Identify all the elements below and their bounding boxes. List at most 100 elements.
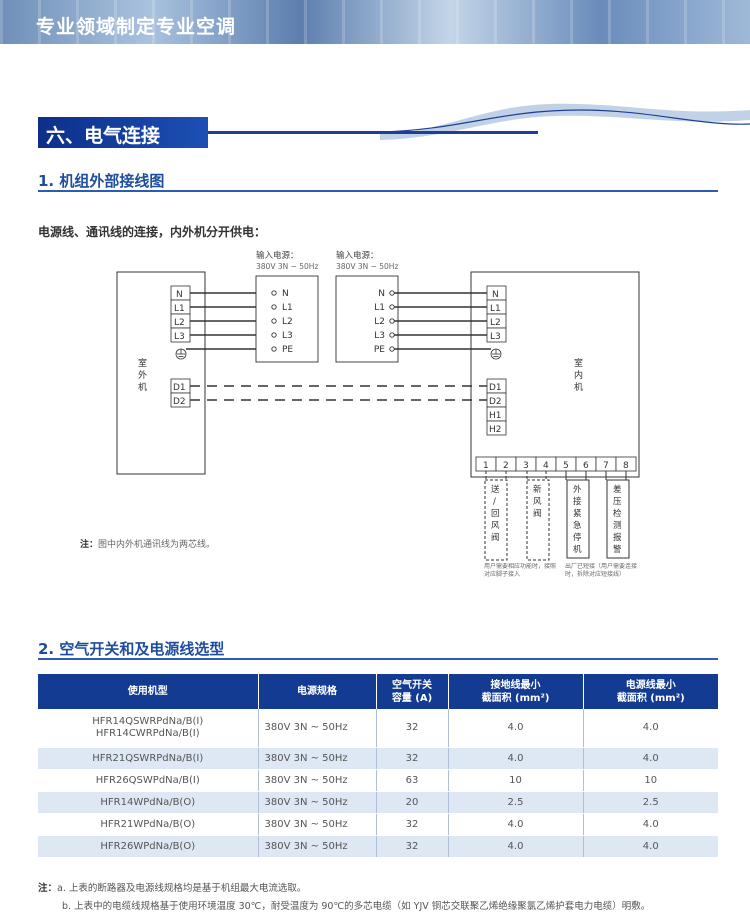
cell-power-wire: 4.0: [583, 747, 718, 770]
cell-power-wire: 2.5: [583, 791, 718, 814]
outdoor-char-3: 机: [138, 381, 147, 393]
cell-model: HFR21WPdNa/B(O): [38, 813, 259, 836]
connector-return-air-valve: 送/回 风阀: [484, 471, 508, 561]
supply-right-box: [335, 275, 399, 363]
table-header-row: 使用机型 电源规格 空气开关 容量 (A) 接地线最小 截面积 (mm²) 电源…: [38, 674, 718, 709]
subsection-2-title: 2. 空气开关和及电源线选型: [38, 640, 225, 658]
cell-ground-wire: 4.0: [448, 747, 584, 770]
svg-text:1: 1: [483, 461, 489, 471]
footnote-prefix: 注：: [38, 883, 58, 894]
outdoor-char-2: 外: [138, 369, 147, 381]
svg-text:L1: L1: [490, 304, 501, 314]
supply-left-terminals: N L1 L2 L3 PE: [282, 289, 293, 355]
subsection-1-rule: [38, 190, 718, 192]
indoor-char-3: 机: [574, 381, 583, 393]
footnote-a: a. 上表的断路器及电源线规格均是基于机组最大电流选取。: [57, 883, 307, 894]
indoor-char-1: 室: [574, 357, 583, 369]
svg-text:送/回 风阀: 送/回 风阀: [491, 484, 502, 543]
cell-power-spec: 380V 3N ~ 50Hz: [258, 813, 377, 836]
section-title: 六、电气连接: [46, 125, 161, 147]
cell-model: HFR14WPdNa/B(O): [38, 791, 259, 814]
table-row: HFR26QSWPdNa/B(I) 380V 3N ~ 50Hz 63 10 1…: [38, 769, 718, 792]
outdoor-term-D1: D1: [173, 383, 186, 393]
outdoor-term-L2: L2: [174, 318, 185, 328]
cell-power-spec: 380V 3N ~ 50Hz: [258, 747, 377, 770]
cell-breaker: 32: [376, 747, 449, 770]
svg-text:2: 2: [503, 461, 509, 471]
svg-text:H1: H1: [489, 411, 502, 421]
indoor-unit-box: [470, 271, 640, 478]
header-power-spec: 电源规格: [258, 674, 377, 709]
connector-pressure-alarm: 差压检 测报警: [605, 471, 630, 559]
cell-model: HFR14QSWRPdNa/B(I) HFR14CWRPdNa/B(I): [38, 709, 259, 748]
svg-text:L2: L2: [374, 317, 385, 327]
cell-model: HFR21QSWRPdNa/B(I): [38, 747, 259, 770]
svg-text:L2: L2: [282, 317, 293, 327]
svg-text:N: N: [492, 290, 499, 300]
svg-text:N: N: [378, 289, 385, 299]
supply-right-spec: 380V 3N ~ 50Hz: [336, 262, 398, 271]
note-prefix: 注：: [80, 540, 99, 550]
breaker-cable-table: 使用机型 电源规格 空气开关 容量 (A) 接地线最小 截面积 (mm²) 电源…: [38, 674, 718, 858]
cell-power-wire: 4.0: [583, 835, 718, 858]
table-row: HFR21QSWRPdNa/B(I) 380V 3N ~ 50Hz 32 4.0…: [38, 747, 718, 770]
cell-power-wire: 10: [583, 769, 718, 792]
supply-left-box: [255, 275, 319, 363]
comm-wires: [190, 385, 487, 401]
cell-ground-wire: 2.5: [448, 791, 584, 814]
svg-text:3: 3: [523, 461, 529, 471]
outdoor-ground-icon: [175, 348, 187, 360]
indoor-power-terminals: N L1 L2 L3: [486, 285, 507, 343]
svg-text:H2: H2: [489, 425, 502, 435]
wiring-diagram: 室 外 机 N L1 L2 L3 D1 D2 输入电源： 380V 3N ~ 5…: [116, 250, 640, 578]
svg-text:7: 7: [603, 461, 609, 471]
indoor-char-2: 内: [574, 369, 583, 381]
banner-title: 专业领域制定专业空调: [36, 16, 237, 38]
svg-text:PE: PE: [282, 345, 293, 355]
svg-text:L2: L2: [490, 318, 501, 328]
cell-breaker: 32: [376, 709, 449, 748]
cell-power-spec: 380V 3N ~ 50Hz: [258, 791, 377, 814]
top-banner: 专业领域制定专业空调: [0, 0, 750, 44]
svg-text:N: N: [282, 289, 289, 299]
cell-ground-wire: 4.0: [448, 709, 584, 748]
indoor-power-wires: [394, 292, 491, 350]
cell-ground-wire: 4.0: [448, 835, 584, 858]
outdoor-term-N: N: [176, 290, 183, 300]
section-header-bar: [38, 117, 208, 148]
outdoor-term-L3: L3: [174, 332, 185, 342]
svg-text:4: 4: [543, 461, 549, 471]
svg-text:L3: L3: [490, 332, 501, 342]
cell-power-spec: 380V 3N ~ 50Hz: [258, 835, 377, 858]
svg-text:D2: D2: [489, 397, 502, 407]
table-row: HFR14WPdNa/B(O) 380V 3N ~ 50Hz 20 2.5 2.…: [38, 791, 718, 814]
cell-power-spec: 380V 3N ~ 50Hz: [258, 769, 377, 792]
table-row: HFR14QSWRPdNa/B(I) HFR14CWRPdNa/B(I) 380…: [38, 709, 718, 748]
supply-right-label: 输入电源：: [336, 250, 379, 261]
banner-stripes: [0, 0, 750, 44]
indoor-ground-icon: [490, 348, 502, 360]
subsection-1-title: 1. 机组外部接线图: [38, 172, 165, 190]
supply-left-nodes: [271, 290, 277, 352]
cell-model: HFR26WPdNa/B(O): [38, 835, 259, 858]
outdoor-term-D2: D2: [173, 397, 186, 407]
indoor-bottom-terminals: 1 2 3 4 5 6 7 8: [475, 456, 637, 472]
footnote-b: b. 上表中的电缆线规格基于使用环境温度 30℃，耐受温度为 90℃的多芯电缆（…: [62, 901, 651, 912]
svg-text:5: 5: [563, 461, 569, 471]
supply-right-terminals: N L1 L2 L3 PE: [374, 289, 385, 355]
svg-text:D1: D1: [489, 383, 502, 393]
connector-emergency-stop: 外接紧 急停机: [565, 471, 590, 559]
cell-power-wire: 4.0: [583, 813, 718, 836]
table-footnotes: 注：a. 上表的断路器及电源线规格均是基于机组最大电流选取。 b. 上表中的电缆…: [38, 880, 650, 916]
section-header-line: [208, 131, 538, 134]
svg-text:外接紧 急停机: 外接紧 急停机: [573, 484, 584, 555]
svg-text:新风阀: 新风阀: [533, 484, 542, 519]
outdoor-term-L1: L1: [174, 304, 185, 314]
note-left-connect: 用户需要相应功能时，接照对应脚子接入: [484, 563, 556, 578]
cell-ground-wire: 10: [448, 769, 584, 792]
indoor-unit-label: 室 内 机: [574, 357, 586, 393]
header-model: 使用机型: [38, 674, 259, 709]
supply-left-spec: 380V 3N ~ 50Hz: [256, 262, 318, 271]
connector-fresh-air-valve: 新风阀: [526, 471, 550, 561]
svg-text:L1: L1: [374, 303, 385, 313]
